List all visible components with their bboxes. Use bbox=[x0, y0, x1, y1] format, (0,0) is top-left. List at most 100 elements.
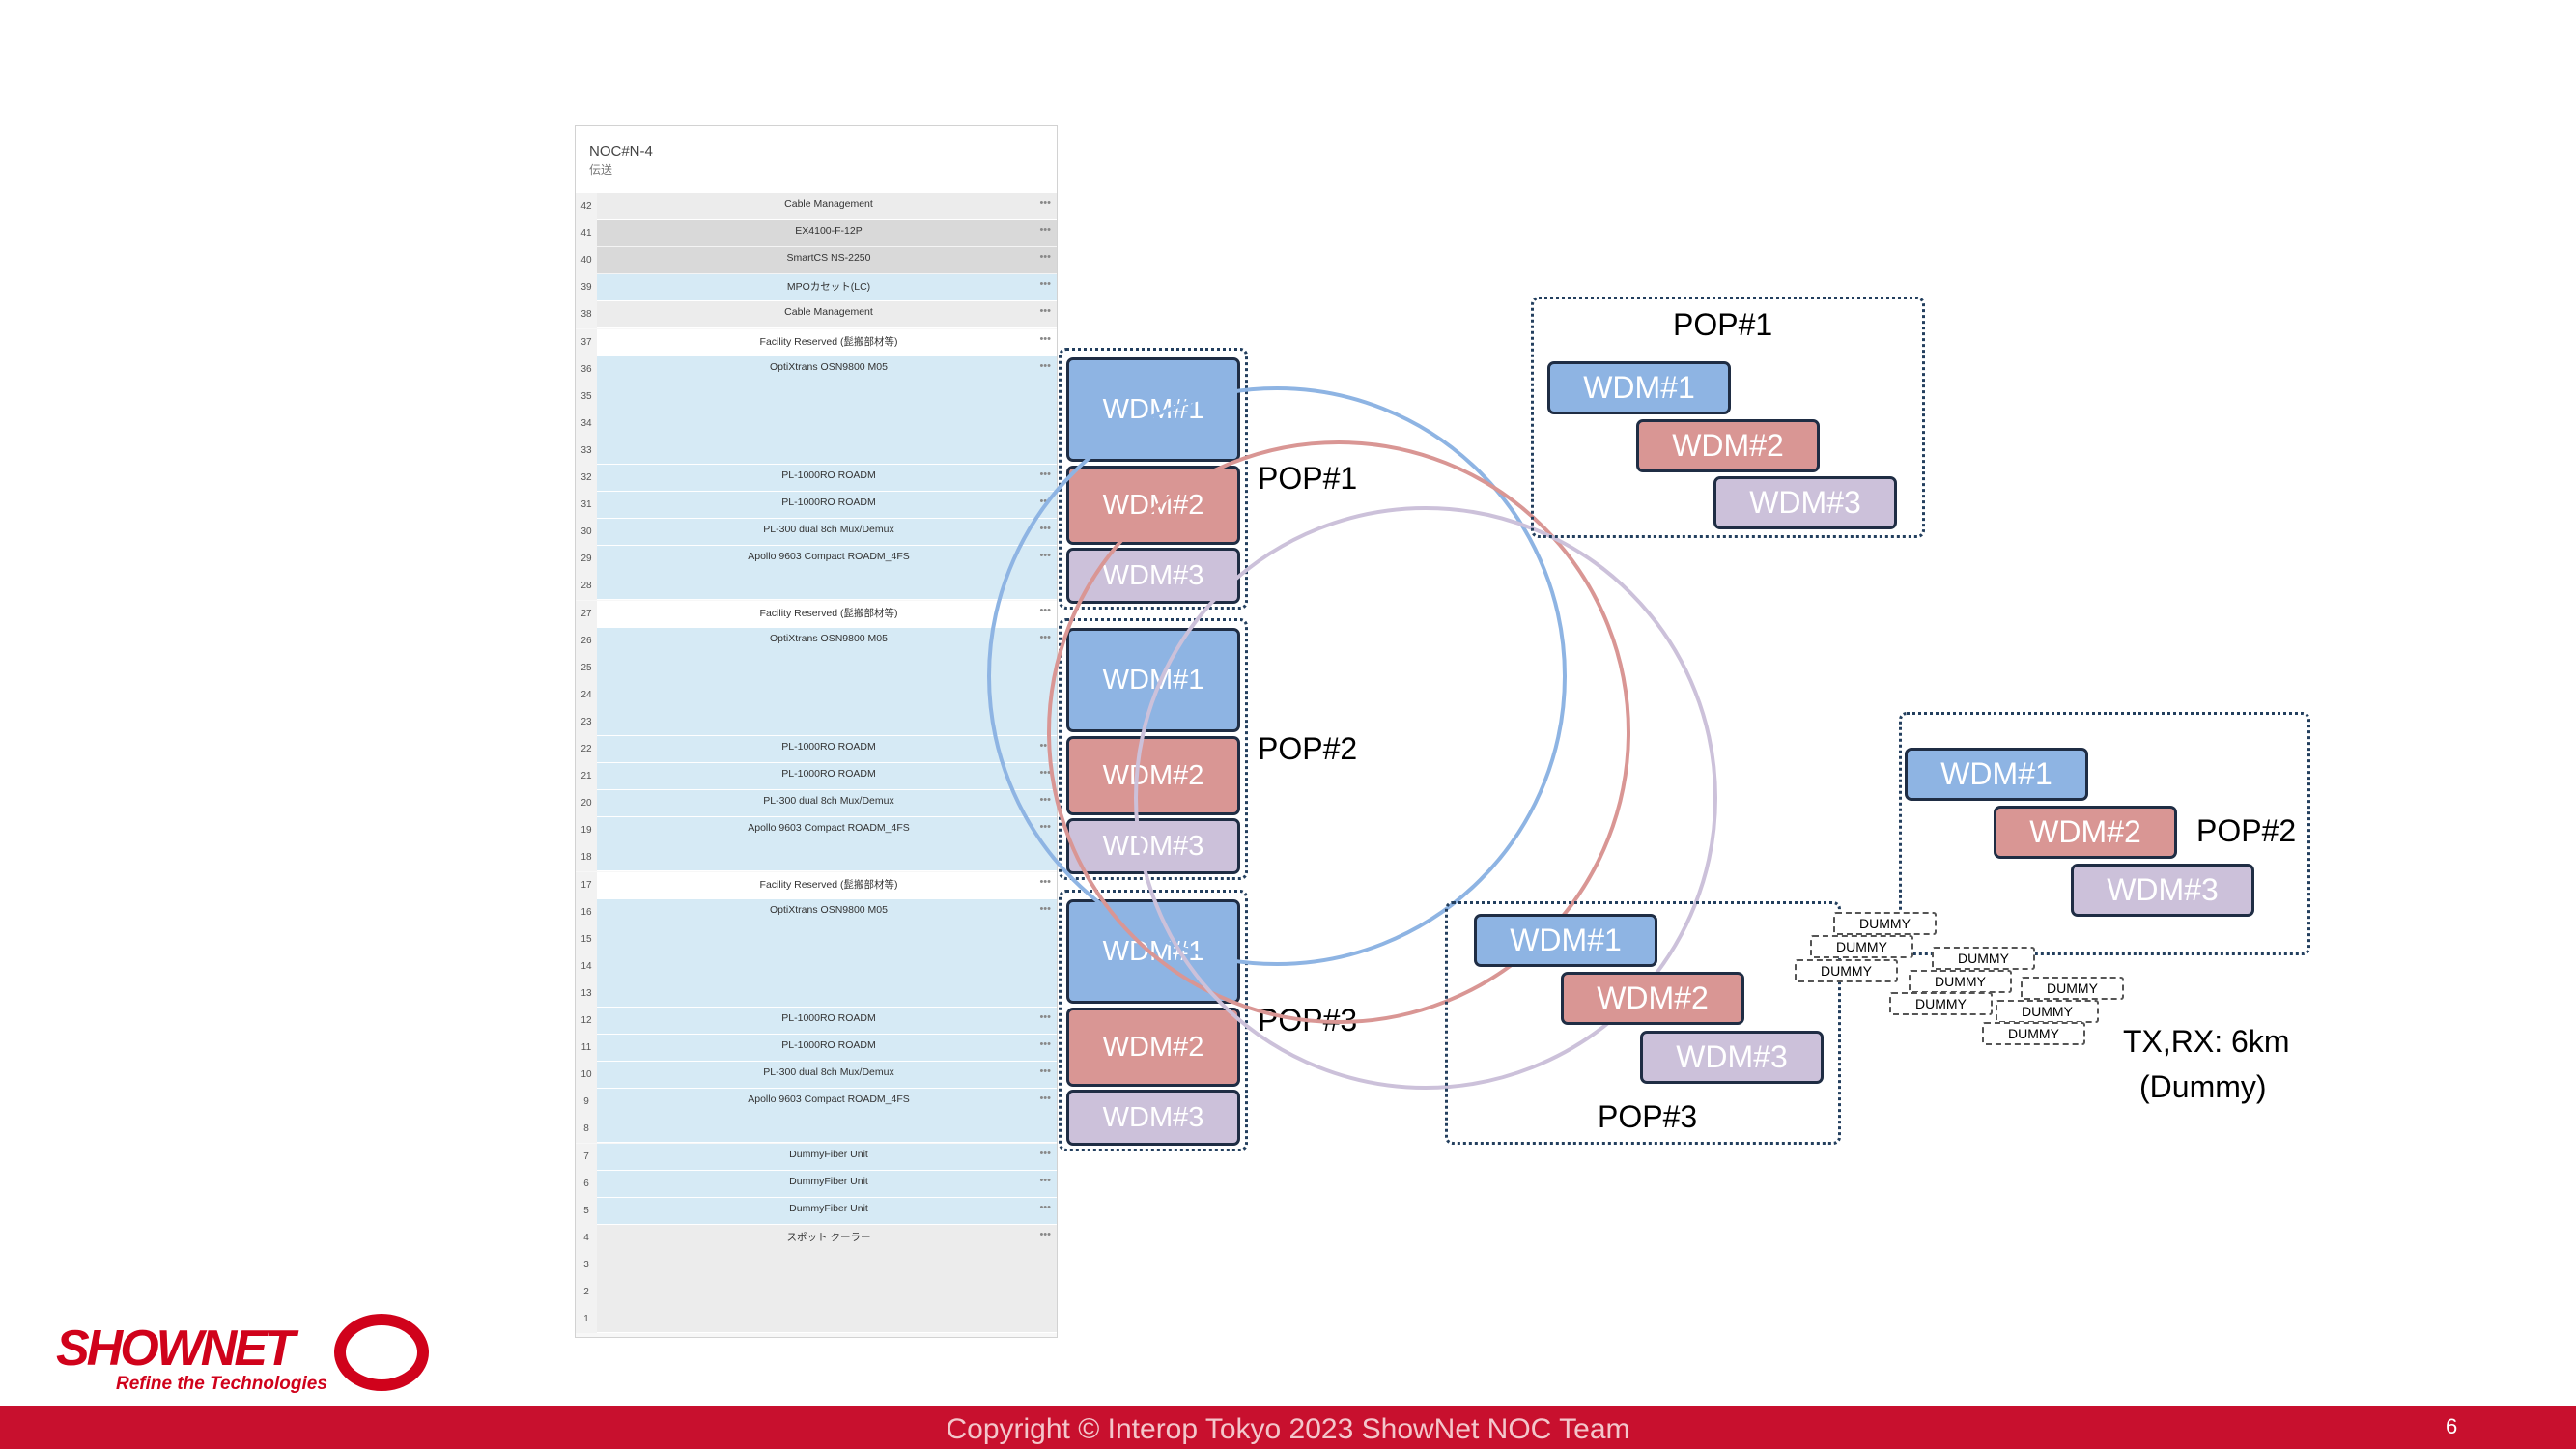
rack-unit-number: 35 bbox=[576, 383, 597, 411]
rack-device[interactable]: OptiXtrans OSN9800 M05••• bbox=[597, 627, 1057, 736]
more-options-icon[interactable]: ••• bbox=[1039, 821, 1051, 834]
more-options-icon[interactable]: ••• bbox=[1039, 1201, 1051, 1213]
ring-pop3-label: POP#3 bbox=[1598, 1099, 1698, 1134]
rack-device[interactable]: DummyFiber Unit••• bbox=[597, 1143, 1057, 1171]
rack-device[interactable]: DummyFiber Unit ••• bbox=[597, 1170, 1057, 1198]
rack-device[interactable]: Cable Management••• bbox=[597, 193, 1057, 221]
rack-device[interactable]: Apollo 9603 Compact ROADM_4FS ••• bbox=[597, 1089, 1057, 1144]
rack-unit-number: 19 bbox=[576, 817, 597, 845]
more-options-icon[interactable]: ••• bbox=[1039, 1147, 1051, 1159]
more-options-icon[interactable]: ••• bbox=[1039, 1065, 1051, 1078]
rack-device[interactable]: Apollo 9603 Compact ROADM_4FS ••• bbox=[597, 817, 1057, 872]
rack-device[interactable]: DummyFiber Unit ••• bbox=[597, 1197, 1057, 1225]
rack-wdm-1: WDM#1 bbox=[1066, 899, 1240, 1004]
rack-device[interactable]: PL-300 dual 8ch Mux/Demux••• bbox=[597, 790, 1057, 818]
rack-device-label: DummyFiber Unit bbox=[789, 1202, 868, 1214]
more-options-icon[interactable]: ••• bbox=[1039, 469, 1051, 480]
rack-device[interactable]: Apollo 9603 Compact ROADM_4FS ••• bbox=[597, 546, 1057, 601]
rack-unit-number: 17 bbox=[576, 871, 597, 899]
ring-pop3-wdm-3: WDM#3 bbox=[1640, 1031, 1824, 1084]
rack-device[interactable]: PL-1000RO ROADM••• bbox=[597, 736, 1057, 764]
dummy-unit: DUMMY bbox=[1889, 992, 1993, 1015]
more-options-icon[interactable]: ••• bbox=[1039, 1093, 1051, 1105]
more-options-icon[interactable]: ••• bbox=[1039, 1174, 1051, 1186]
rack-device[interactable]: Facility Reserved (髭搬部材等) ••• bbox=[597, 328, 1057, 356]
more-options-icon[interactable]: ••• bbox=[1039, 875, 1051, 888]
rack-unit-number: 26 bbox=[576, 627, 597, 655]
rack-device[interactable]: MPOカセット(LC)••• bbox=[597, 274, 1057, 302]
rack-device[interactable]: OptiXtrans OSN9800 M05••• bbox=[597, 898, 1057, 1008]
rack-device-label: DummyFiber Unit bbox=[789, 1175, 868, 1187]
rack-device-label: PL-1000RO ROADM bbox=[781, 1012, 876, 1024]
rack-title: NOC#N-4 bbox=[589, 143, 653, 159]
rack-device[interactable]: EX4100-F-12P••• bbox=[597, 220, 1057, 248]
dummy-unit: DUMMY bbox=[1996, 1000, 2099, 1023]
rack-subtitle: 伝送 bbox=[589, 163, 613, 177]
rack-device[interactable]: OptiXtrans OSN9800 M05••• bbox=[597, 355, 1057, 465]
ring-pop3-wdm-1: WDM#1 bbox=[1474, 914, 1657, 967]
dummy-unit: DUMMY bbox=[1909, 970, 2012, 993]
rack-wdm-3: WDM#3 bbox=[1066, 818, 1240, 874]
more-options-icon[interactable]: ••• bbox=[1039, 251, 1051, 264]
more-options-icon[interactable]: ••• bbox=[1039, 523, 1051, 535]
dummy-unit: DUMMY bbox=[1982, 1022, 2085, 1045]
rack-device-label: Facility Reserved (髭搬部材等) bbox=[759, 607, 898, 619]
ring-pop1-box bbox=[1531, 297, 1925, 538]
rack-device[interactable]: Cable Management••• bbox=[597, 301, 1057, 329]
rack-device-label: Apollo 9603 Compact ROADM_4FS bbox=[748, 551, 910, 563]
more-options-icon[interactable]: ••• bbox=[1039, 359, 1051, 372]
more-options-icon[interactable]: ••• bbox=[1039, 550, 1051, 562]
more-options-icon[interactable]: ••• bbox=[1039, 604, 1051, 616]
rack-unit-number: 8 bbox=[576, 1116, 597, 1144]
rack-device[interactable]: スポット クーラー••• bbox=[597, 1224, 1057, 1334]
ring-pop2-box bbox=[1899, 712, 2310, 955]
more-options-icon[interactable]: ••• bbox=[1039, 631, 1051, 643]
rack-device-label: Facility Reserved (髭搬部材等) bbox=[759, 335, 898, 348]
more-options-icon[interactable]: ••• bbox=[1039, 767, 1051, 780]
rack-device[interactable]: PL-1000RO ROADM••• bbox=[597, 465, 1057, 493]
rack-device[interactable]: PL-300 dual 8ch Mux/Demux••• bbox=[597, 519, 1057, 547]
more-options-icon[interactable]: ••• bbox=[1039, 197, 1051, 209]
rack-device[interactable]: PL-1000RO ROADM ••• bbox=[597, 1008, 1057, 1036]
dummy-unit: DUMMY bbox=[2021, 977, 2124, 1000]
rack-device-label: Apollo 9603 Compact ROADM_4FS bbox=[748, 1094, 910, 1106]
logo-ring-icon bbox=[334, 1314, 429, 1391]
rack-unit-number: 32 bbox=[576, 465, 597, 492]
rack-device[interactable]: PL-300 dual 8ch Mux/Demux••• bbox=[597, 1062, 1057, 1090]
rack-device[interactable]: Facility Reserved (髭搬部材等) ••• bbox=[597, 600, 1057, 628]
more-options-icon[interactable]: ••• bbox=[1039, 278, 1051, 291]
page-number: 6 bbox=[2446, 1414, 2458, 1438]
rack-unit-number: 1 bbox=[576, 1306, 597, 1334]
rack-unit-number: 37 bbox=[576, 328, 597, 356]
ring-pop1-wdm-1: WDM#1 bbox=[1547, 361, 1731, 414]
rack-unit-number: 28 bbox=[576, 573, 597, 601]
rack-device[interactable]: Facility Reserved (髭搬部材等) ••• bbox=[597, 871, 1057, 899]
rack-device[interactable]: PL-1000RO ROADM••• bbox=[597, 763, 1057, 791]
ring-note-line2: (Dummy) bbox=[2139, 1069, 2267, 1104]
rack-unit-number: 24 bbox=[576, 681, 597, 709]
more-options-icon[interactable]: ••• bbox=[1039, 1011, 1051, 1023]
rack-wdm-3: WDM#3 bbox=[1066, 1090, 1240, 1146]
more-options-icon[interactable]: ••• bbox=[1039, 1228, 1051, 1240]
rack-unit-number: 20 bbox=[576, 790, 597, 818]
more-options-icon[interactable]: ••• bbox=[1039, 332, 1051, 345]
rack-unit-number: 29 bbox=[576, 546, 597, 574]
more-options-icon[interactable]: ••• bbox=[1039, 496, 1051, 508]
rack-unit-number: 31 bbox=[576, 492, 597, 520]
more-options-icon[interactable]: ••• bbox=[1039, 224, 1051, 237]
rack-device[interactable]: SmartCS NS-2250 ••• bbox=[597, 247, 1057, 275]
rack-device-label: Apollo 9603 Compact ROADM_4FS bbox=[748, 822, 910, 835]
rack-device[interactable]: PL-1000RO ROADM••• bbox=[597, 492, 1057, 520]
more-options-icon[interactable]: ••• bbox=[1039, 740, 1051, 752]
rack-device[interactable]: PL-1000RO ROADM••• bbox=[597, 1035, 1057, 1063]
shownet-logo: SHOWNET Refine the Technologies bbox=[56, 1314, 435, 1401]
more-options-icon[interactable]: ••• bbox=[1039, 902, 1051, 915]
rack-unit-number: 14 bbox=[576, 952, 597, 980]
more-options-icon[interactable]: ••• bbox=[1039, 1038, 1051, 1051]
rack-device-label: Facility Reserved (髭搬部材等) bbox=[759, 878, 898, 891]
rack-unit-number: 11 bbox=[576, 1035, 597, 1063]
more-options-icon[interactable]: ••• bbox=[1039, 305, 1051, 318]
rack-wdm-2: WDM#2 bbox=[1066, 1008, 1240, 1087]
more-options-icon[interactable]: ••• bbox=[1039, 794, 1051, 807]
rack-device-label: SmartCS NS-2250 bbox=[786, 252, 871, 265]
